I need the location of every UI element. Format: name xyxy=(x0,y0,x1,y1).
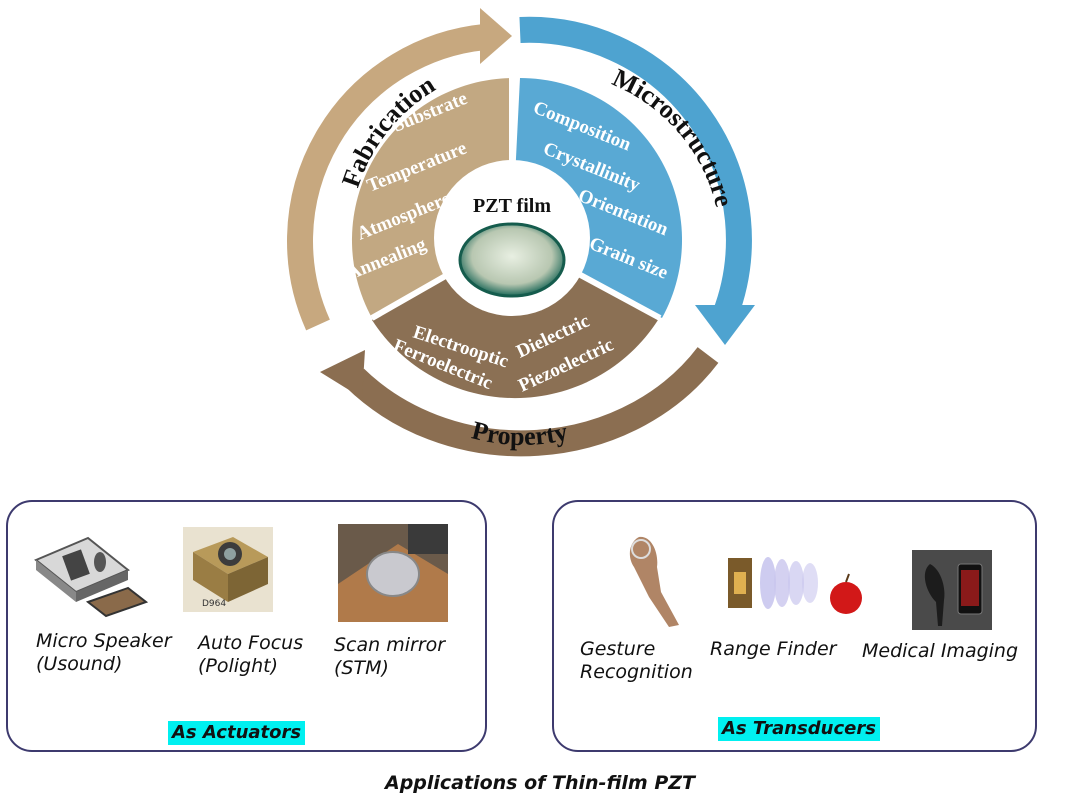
outer-arrows xyxy=(287,8,755,457)
auto-focus-label: Auto Focus (Polight) xyxy=(198,632,304,677)
microstructure-arrowhead xyxy=(695,305,755,345)
figure-caption: Applications of Thin-film PZT xyxy=(384,772,695,794)
auto-focus-image: D964 xyxy=(183,527,273,612)
fabrication-arrow xyxy=(287,24,487,331)
pzt-wheel-diagram: PZT film Fabrication Microstructure Prop… xyxy=(287,8,755,457)
range-finder-label: Range Finder xyxy=(710,638,837,660)
pzt-film-disc-image xyxy=(458,222,566,298)
micro-speaker-label: Micro Speaker (Usound) xyxy=(36,630,172,675)
micro-speaker-image xyxy=(34,536,148,618)
range-finder-image xyxy=(728,557,862,614)
hand-gesture-image xyxy=(629,536,679,627)
gesture-recognition-label: Gesture Recognition xyxy=(580,638,693,683)
microstructure-arrow xyxy=(519,16,752,320)
medical-imaging-image xyxy=(912,550,992,630)
medical-imaging-label: Medical Imaging xyxy=(862,640,1019,662)
scan-mirror-image xyxy=(338,524,448,622)
actuators-tag: As Actuators xyxy=(168,721,306,745)
property-arrow xyxy=(345,347,719,457)
fabrication-arrowhead xyxy=(480,8,512,64)
transducers-tag: As Transducers xyxy=(718,717,880,741)
center-label: PZT film xyxy=(473,195,551,217)
property-sector xyxy=(372,238,658,399)
actuators-panel: D964 Micro Speaker (Usound) Auto Focus (… xyxy=(6,500,487,752)
property-title: Property xyxy=(469,416,570,452)
scan-mirror-label: Scan mirror (STM) xyxy=(334,634,446,679)
svg-text:D964: D964 xyxy=(202,599,226,609)
transducers-panel: Gesture Recognition Range Finder Medical… xyxy=(552,500,1037,752)
property-arrowhead xyxy=(320,350,365,398)
